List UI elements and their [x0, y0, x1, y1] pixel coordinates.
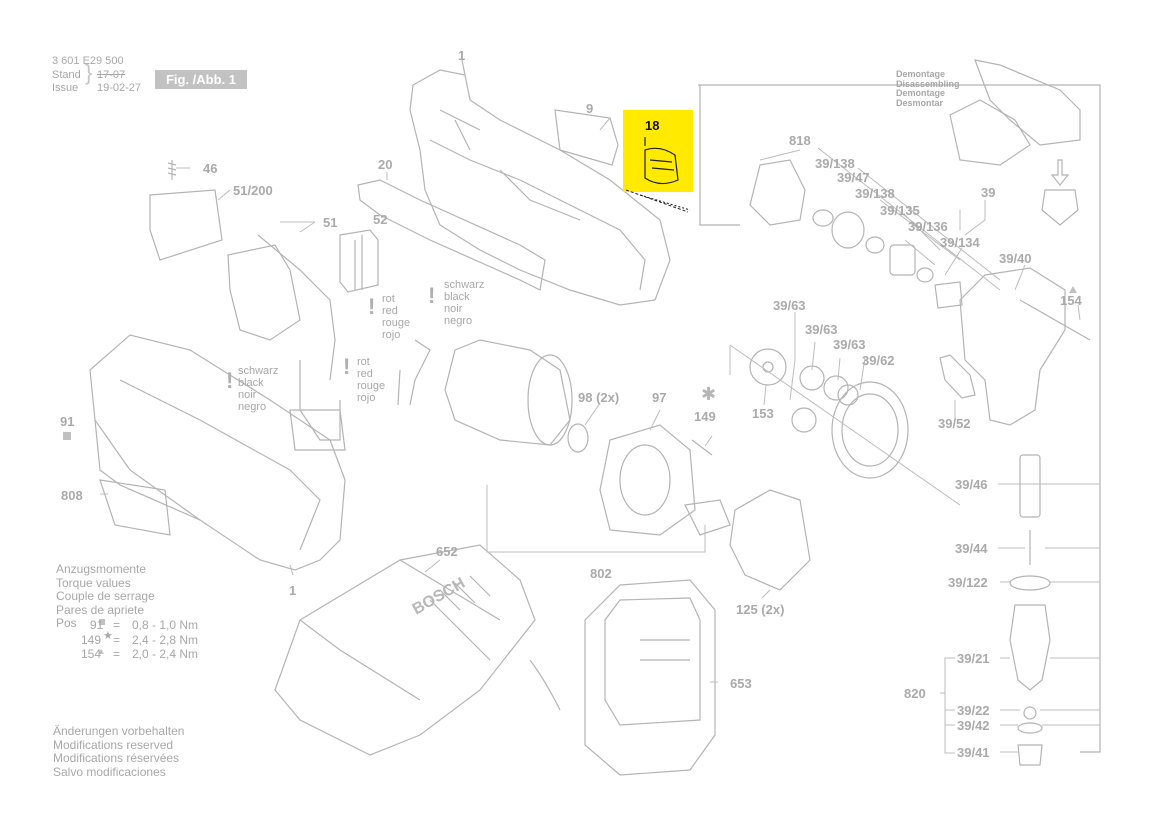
label-39-138b: 39/138 — [855, 186, 895, 201]
torque-row-value: 0,8 - 1,0 Nm — [132, 618, 199, 632]
equals-sign: = — [113, 633, 121, 647]
label-39-22: 39/22 — [957, 703, 990, 718]
torque-legend: Anzugsmomente Torque values Couple de se… — [56, 562, 155, 617]
star-marker-icon: ✱ — [701, 384, 717, 404]
label-39: 39 — [981, 185, 996, 200]
torque-row-pos: 154 — [81, 647, 102, 661]
torque-row-pos: 91 — [90, 618, 104, 632]
warning-icon: ! — [428, 283, 436, 308]
label-51-200: 51/200 — [233, 183, 273, 198]
label-39-134: 39/134 — [940, 235, 980, 250]
label-97: 97 — [652, 390, 667, 405]
label-39-62: 39/62 — [862, 353, 895, 368]
label-1-bottom: 1 — [289, 583, 297, 598]
label-91: 91 — [60, 414, 75, 429]
torque-pos-label: Pos — [56, 616, 77, 630]
label-154: 154 — [1060, 293, 1082, 308]
date-new: 19-02-27 — [97, 82, 142, 94]
warning-icon: ! — [368, 294, 376, 319]
warning-icon: ! — [226, 368, 234, 393]
label-39-122: 39/122 — [948, 575, 988, 590]
equals-sign: = — [113, 647, 121, 661]
highlight-part-label: 18 — [645, 118, 660, 133]
label-1-top: 1 — [458, 48, 466, 63]
modifications-note: Änderungen vorbehalten Modifications res… — [53, 724, 185, 779]
label-39-136: 39/136 — [908, 219, 948, 234]
label-39-135: 39/135 — [880, 203, 920, 218]
label-39-47: 39/47 — [837, 170, 870, 185]
equals-sign: = — [113, 618, 121, 632]
warning-icon: ! — [343, 354, 351, 379]
label-39-63b: 39/63 — [805, 322, 838, 337]
label-39-63c: 39/63 — [833, 337, 866, 352]
label-39-41: 39/41 — [957, 745, 990, 760]
label-652: 652 — [436, 544, 458, 559]
label-125: 125 (2x) — [736, 602, 785, 617]
label-802: 802 — [590, 566, 612, 581]
torque-row-pos: 149 — [81, 633, 102, 647]
brace-glyph: } — [85, 60, 93, 85]
label-46: 46 — [203, 161, 218, 176]
torque-row-value: 2,0 - 2,4 Nm — [132, 647, 199, 661]
label-39-21: 39/21 — [957, 651, 990, 666]
date-old: 17-07 — [97, 69, 126, 81]
label-149: 149 — [694, 409, 716, 424]
label-52: 52 — [373, 212, 388, 227]
label-9: 9 — [586, 101, 594, 116]
label-808: 808 — [61, 488, 83, 503]
stand-label: Stand — [52, 69, 81, 81]
label-153: 153 — [752, 406, 774, 421]
label-98: 98 (2x) — [578, 390, 620, 405]
label-820: 820 — [904, 686, 926, 701]
label-39-63a: 39/63 — [773, 298, 806, 313]
label-20: 20 — [378, 157, 393, 172]
star-marker-icon: ★ — [103, 630, 113, 642]
torque-row-value: 2,4 - 2,8 Nm — [132, 633, 199, 647]
label-39-42: 39/42 — [957, 718, 990, 733]
issue-label: Issue — [52, 82, 79, 94]
part-number: 3 601 E29 500 — [52, 55, 124, 67]
label-39-138a: 39/138 — [815, 156, 855, 171]
label-51: 51 — [323, 215, 338, 230]
figure-label: Fig. /Abb. 1 — [155, 70, 247, 89]
label-39-52: 39/52 — [938, 416, 971, 431]
label-39-46: 39/46 — [955, 477, 988, 492]
label-39-40: 39/40 — [999, 251, 1032, 266]
highlight-part-18[interactable] — [623, 110, 693, 192]
label-818: 818 — [789, 133, 811, 148]
label-653: 653 — [730, 676, 752, 691]
label-39-44: 39/44 — [955, 541, 988, 556]
